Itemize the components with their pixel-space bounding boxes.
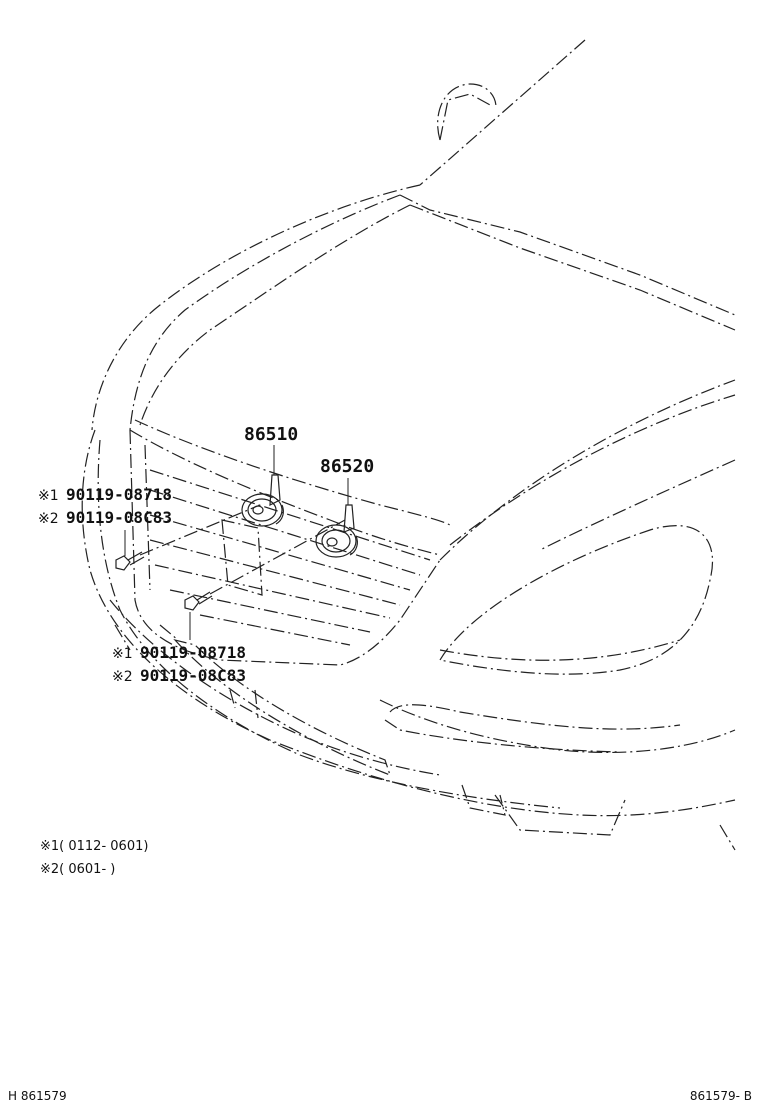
footer-left-code: H 861579	[8, 1089, 67, 1103]
bolt-lower-mark-2: ※2	[112, 669, 133, 685]
footer-right-code: 861579- B	[690, 1089, 752, 1103]
bolt-lower-code-2: 90119-08C83	[140, 666, 246, 685]
bolt-upper-code-1: 90119-08718	[66, 485, 172, 504]
vehicle-body-outline	[81, 39, 736, 851]
footnote-1: ※1( 0112- 0601)	[40, 839, 148, 854]
part-label-86520: 86520	[320, 456, 374, 477]
bolt-upper	[115, 551, 145, 571]
footnote-2: ※2( 0601- )	[40, 862, 115, 877]
bolt-upper-mark-1: ※1	[38, 488, 59, 504]
bolt-lower-code-1: 90119-08718	[140, 643, 246, 662]
horn-86520	[315, 504, 358, 558]
part-label-86510: 86510	[244, 424, 298, 445]
leader-lines	[124, 445, 349, 640]
bolt-lower	[184, 591, 213, 611]
bolt-lower-mark-1: ※1	[112, 646, 133, 662]
horn-86510	[241, 474, 284, 527]
bolt-upper-mark-2: ※2	[38, 511, 59, 527]
bolt-upper-code-2: 90119-08C83	[66, 508, 172, 527]
